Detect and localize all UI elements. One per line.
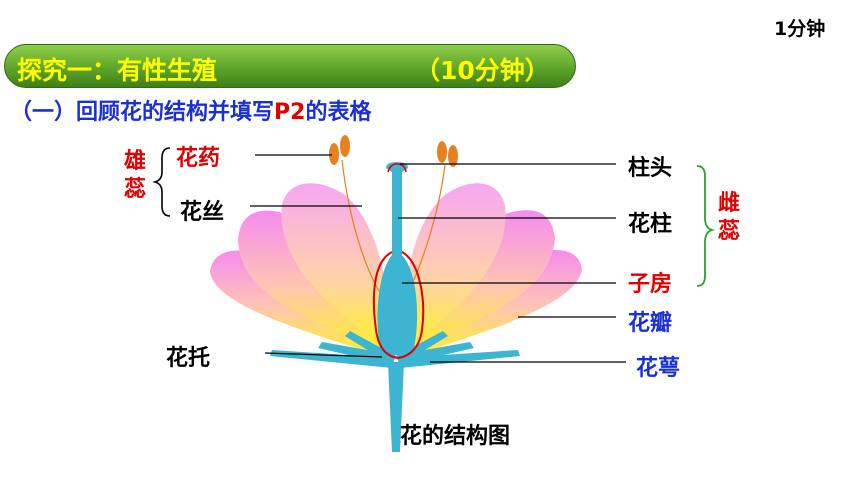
- leader-lines: [250, 154, 626, 363]
- anther-left-2: [340, 135, 350, 157]
- timer-label: 1分钟: [774, 18, 826, 40]
- anther-right-2: [448, 145, 458, 167]
- diagram-caption: 花的结构图: [400, 424, 511, 449]
- label-pistil: 雌蕊: [717, 191, 740, 244]
- subtitle-suffix: 的表格: [305, 100, 372, 125]
- sepal-right-3: [398, 350, 520, 368]
- style-outline: [387, 163, 407, 173]
- pistil: [377, 162, 418, 355]
- label-filament: 花丝: [180, 200, 225, 225]
- pistil-bracket: [696, 165, 716, 287]
- subtitle-highlight: P2: [274, 100, 306, 125]
- label-anther: 花药: [176, 146, 221, 171]
- ovary-outline: [372, 251, 425, 360]
- petal-right-inner: [403, 183, 506, 345]
- anther-left-1: [329, 143, 339, 165]
- label-ovary: 子房: [628, 272, 673, 297]
- label-stamen: 雄蕊: [123, 149, 146, 202]
- stamen-bracket: [152, 147, 171, 217]
- subtitle: （一）回顾花的结构并填写P2的表格: [10, 94, 371, 126]
- banner-time: （10分钟）: [415, 56, 550, 85]
- subtitle-prefix: （一）回顾花的结构并填写: [10, 100, 275, 125]
- section-banner: 探究一：有性生殖 （10分钟）: [4, 44, 576, 88]
- sepal-right-2: [396, 331, 448, 365]
- petal-left-inner: [281, 183, 389, 345]
- anther-right-1: [437, 141, 447, 163]
- petals: [210, 183, 582, 355]
- label-receptacle: 花托: [166, 346, 211, 371]
- label-sepal: 花萼: [636, 356, 681, 381]
- stem: [388, 362, 404, 452]
- sepal-left-2: [345, 331, 396, 365]
- label-stigma: 柱头: [628, 156, 673, 181]
- banner-title: 探究一：有性生殖: [17, 56, 218, 85]
- leader-receptacle: [264, 352, 383, 358]
- label-petal: 花瓣: [628, 311, 673, 336]
- label-style: 花柱: [628, 212, 673, 237]
